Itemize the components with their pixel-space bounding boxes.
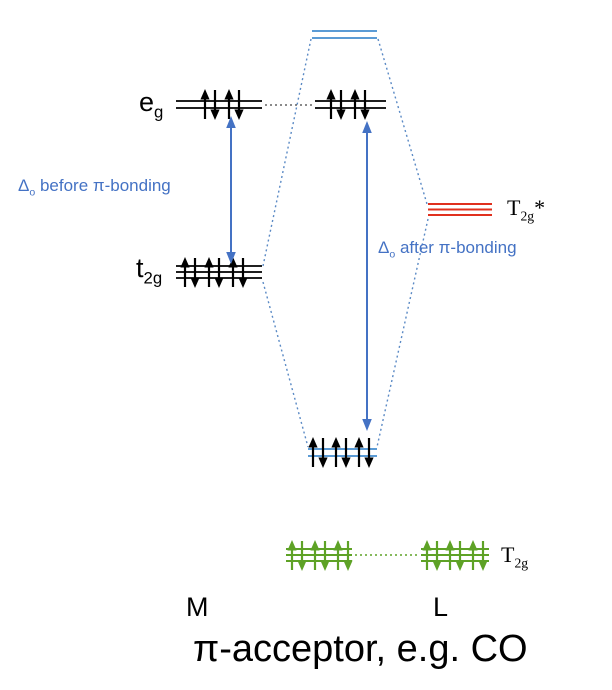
pi-star-level [428, 203, 492, 216]
bonding-t2g-level [307, 435, 377, 470]
eg-label: eg [139, 87, 164, 122]
t2g-label: t2g [136, 253, 163, 288]
electron-down-arrow [189, 256, 201, 290]
delta-after-label: Δo after π-bonding [378, 238, 517, 261]
electron-up-arrow [349, 87, 361, 121]
electron-down-arrow [317, 436, 329, 470]
electron-down-arrow [359, 88, 371, 122]
electron-up-arrow [223, 87, 235, 121]
ligand-pi-left-lines [286, 548, 352, 562]
electron-down-arrow [209, 88, 221, 122]
delta-after-arrow [362, 121, 372, 431]
ligand-label: L [433, 592, 449, 622]
correlation-lines [262, 38, 429, 448]
electron-up-arrow [330, 435, 342, 469]
arrowhead-down [362, 419, 372, 431]
electron-up-arrow [199, 87, 211, 121]
arrowhead-down [226, 252, 236, 264]
metal-eg-level [176, 87, 262, 122]
ligand-pi-right-level [421, 538, 489, 573]
electron-down-arrow [335, 88, 347, 122]
center-eg-lines [315, 100, 386, 109]
electron-up-arrow [307, 435, 319, 469]
metal-label: M [186, 592, 209, 622]
electron-down-arrow [213, 256, 225, 290]
ligand-t2g-label: T2g [501, 542, 529, 571]
arrowhead-up [362, 121, 372, 133]
ligand-pi-right-lines [421, 548, 489, 562]
arrowhead-up [226, 116, 236, 128]
top-antibonding-level [312, 30, 377, 39]
electron-up-arrow [353, 435, 365, 469]
caption: π-acceptor, e.g. CO [193, 628, 528, 670]
electron-down-arrow [340, 436, 352, 470]
electron-down-arrow [237, 256, 249, 290]
pi-star-label: T2g* [507, 195, 546, 224]
delta-before-label: Δo before π-bonding [18, 176, 171, 199]
delta-before-arrow [226, 116, 236, 264]
correlation-line-bottom-left [262, 281, 309, 448]
electron-down-arrow [233, 88, 245, 122]
ligand-pi-left-level [286, 538, 354, 573]
correlation-line-top-left [262, 38, 312, 267]
bonding-t2g-lines [308, 448, 377, 457]
metal-eg-lines [176, 100, 262, 109]
correlation-line-bottom-right [376, 218, 429, 448]
center-eg-level [315, 87, 386, 122]
electron-down-arrow [363, 436, 375, 470]
correlation-line-top-right [377, 38, 428, 205]
electron-up-arrow [325, 87, 337, 121]
metal-t2g-level [176, 255, 262, 290]
